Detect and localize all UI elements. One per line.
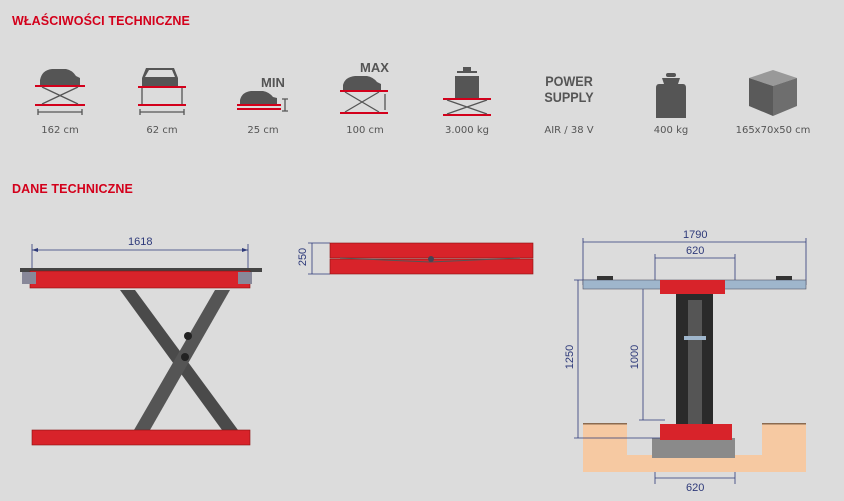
dimension-folded-height: 250 (297, 247, 310, 267)
dimension-side-length: 1618 (128, 236, 153, 248)
folded-view-drawing (308, 242, 534, 275)
max-height-icon (340, 76, 388, 114)
feature-value: 3.000 kg (445, 125, 489, 136)
feature-weight: 400 kg (621, 55, 721, 140)
feature-min-height: MIN 25 cm (213, 55, 313, 140)
front-view-drawing (574, 238, 807, 484)
feature-max-height: MAX 100 cm (315, 55, 415, 140)
feature-value: 62 cm (146, 125, 178, 136)
dimension-platform-width: 620 (686, 245, 705, 257)
dimension-lift-height: 1000 (629, 344, 642, 370)
feature-length: 162 cm (10, 55, 110, 140)
dimension-base-width: 620 (686, 482, 705, 494)
dimensions-box-icon (749, 70, 797, 116)
power-label: POWER (545, 73, 593, 89)
feature-value: 162 cm (41, 125, 79, 136)
power-supply-icon: POWER SUPPLY (524, 73, 614, 105)
section-title-technical-data: DANE TECHNICZNE (12, 182, 133, 196)
feature-power-supply: POWER SUPPLY AIR / 38 V (519, 55, 619, 140)
weight-icon (656, 73, 686, 118)
feature-capacity: 3.000 kg (417, 55, 517, 140)
lift-width-icon (138, 68, 186, 115)
dimension-max-height: 1250 (564, 344, 577, 370)
min-height-icon (237, 91, 288, 112)
max-label: MAX (360, 60, 389, 75)
section-title-properties: WŁAŚCIWOŚCI TECHNICZNE (12, 14, 190, 28)
capacity-weight-icon (443, 67, 491, 116)
feature-value: 400 kg (653, 125, 689, 136)
feature-value: 25 cm (247, 125, 279, 136)
supply-label: SUPPLY (544, 89, 594, 105)
feature-value: 165x70x50 cm (735, 125, 811, 136)
lift-length-icon (35, 69, 85, 115)
side-view-drawing (20, 244, 262, 446)
dimension-front-width: 1790 (683, 229, 708, 241)
feature-dimensions: 165x70x50 cm (723, 55, 823, 140)
feature-value: AIR / 38 V (544, 125, 594, 136)
feature-width: 62 cm (112, 55, 212, 140)
feature-value: 100 cm (346, 125, 384, 136)
min-label: MIN (261, 75, 285, 90)
